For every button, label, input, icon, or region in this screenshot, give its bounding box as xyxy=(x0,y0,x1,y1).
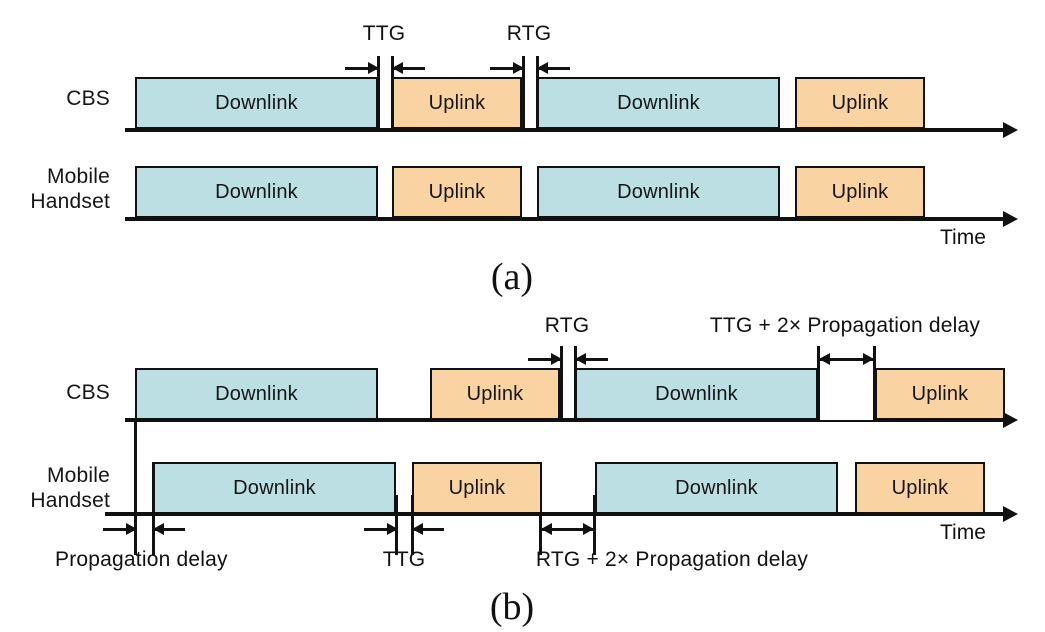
ttg-label-a: TTG xyxy=(362,22,406,45)
rtg-prop-tick-left-b xyxy=(539,512,542,555)
ttg-prop-arrow-right-b xyxy=(863,353,874,365)
row-label-cbs-b: CBS xyxy=(66,381,110,404)
rtg-arrow-right-b xyxy=(551,353,562,365)
cbs-downlink-block-2-b: Downlink xyxy=(575,368,818,420)
cbs-uplink-block-2-b: Uplink xyxy=(875,368,1005,420)
time-axis-label-a: Time xyxy=(940,226,986,249)
prop-delay-arrow-left-b xyxy=(153,523,164,535)
rtg-arrow-left-b xyxy=(575,353,586,365)
ttg-prop-dim-line-b xyxy=(820,358,874,361)
ttg-prop-label-b: TTG + 2× Propagation delay xyxy=(709,314,981,337)
cbs-uplink-block-1-b: Uplink xyxy=(430,368,560,420)
prop-delay-dim-line-left-b xyxy=(103,528,136,531)
cbs-time-axis-b xyxy=(125,418,1005,422)
ttg-prop-arrow-left-b xyxy=(819,353,830,365)
ttg-label-b: TTG xyxy=(382,548,426,571)
prop-delay-guide-mh-start-b xyxy=(152,462,155,555)
rtg-arrow-left-a xyxy=(537,62,548,74)
rtg-tick-left-b xyxy=(560,346,563,420)
mh-downlink-block-2-b: Downlink xyxy=(595,462,838,514)
ttg-dim-line-right-a xyxy=(391,67,425,70)
row-label-mobile-handset-a: Mobile Handset xyxy=(30,165,110,213)
panel-b-caption: (b) xyxy=(489,586,535,628)
rtg-prop-arrow-left-b xyxy=(541,523,552,535)
rtg-prop-tick-right-b xyxy=(593,495,596,555)
ttg-dim-line-right-b xyxy=(411,528,444,531)
prop-delay-arrow-right-b xyxy=(126,523,137,535)
rtg-dim-line-right-a xyxy=(536,67,570,70)
rtg-prop-label-b: RTG + 2× Propagation delay xyxy=(535,548,809,571)
rtg-arrow-right-a xyxy=(513,62,524,74)
panel-a-caption: (a) xyxy=(490,256,534,298)
mh-time-axis-a xyxy=(125,217,1005,221)
cbs-ttg-prop-gap-block-b xyxy=(818,368,875,420)
ttg-dim-line-left-a xyxy=(345,67,379,70)
cbs-uplink-block-1-a: Uplink xyxy=(392,77,522,129)
mh-uplink-block-1-b: Uplink xyxy=(412,462,542,514)
ttg-dim-line-left-b xyxy=(364,528,397,531)
rtg-dim-line-left-a xyxy=(490,67,524,70)
rtg-tick-left-a xyxy=(522,56,525,130)
ttg-arrow-left-a xyxy=(392,62,403,74)
ttg-arrow-left-b xyxy=(412,523,423,535)
mh-downlink-block-1-a: Downlink xyxy=(135,166,378,218)
panel-b: CBS Mobile Handset Downlink Uplink Downl… xyxy=(0,300,1045,632)
rtg-prop-arrow-right-b xyxy=(583,523,594,535)
rtg-dim-line-left-b xyxy=(528,358,562,361)
rtg-prop-dim-line-b xyxy=(542,528,594,531)
ttg-arrow-right-a xyxy=(368,62,379,74)
mh-uplink-block-2-a: Uplink xyxy=(795,166,925,218)
propagation-delay-label-b: Propagation delay xyxy=(55,548,228,571)
rtg-tick-right-a xyxy=(536,56,539,130)
mh-time-axis-b xyxy=(105,512,1005,516)
cbs-uplink-block-2-a: Uplink xyxy=(795,77,925,129)
ttg-tick-left-a xyxy=(377,56,380,130)
cbs-time-axis-arrowhead-a xyxy=(1003,122,1018,138)
cbs-time-axis-a xyxy=(125,128,1005,132)
mh-uplink-block-1-a: Uplink xyxy=(392,166,522,218)
panel-a: CBS Mobile Handset Downlink Uplink Downl… xyxy=(0,0,1045,310)
mh-downlink-block-2-a: Downlink xyxy=(537,166,780,218)
prop-delay-guide-cbs-start-b xyxy=(134,418,137,555)
rtg-label-b: RTG xyxy=(544,314,590,337)
ttg-prop-tick-left-b xyxy=(817,346,820,420)
cbs-downlink-block-1-b: Downlink xyxy=(135,368,378,420)
ttg-tick-right-a xyxy=(391,56,394,130)
ttg-arrow-right-b xyxy=(387,523,398,535)
row-label-cbs-a: CBS xyxy=(66,87,110,110)
mh-time-axis-arrowhead-a xyxy=(1003,211,1018,227)
prop-delay-dim-line-right-b xyxy=(152,528,185,531)
cbs-downlink-block-1-a: Downlink xyxy=(135,77,378,129)
mh-time-axis-arrowhead-b xyxy=(1003,506,1018,522)
ttg-prop-tick-right-b xyxy=(873,346,876,420)
time-axis-label-b: Time xyxy=(940,521,986,544)
cbs-time-axis-arrowhead-b xyxy=(1003,412,1018,428)
rtg-dim-line-right-b xyxy=(574,358,608,361)
mh-uplink-block-2-b: Uplink xyxy=(855,462,985,514)
rtg-label-a: RTG xyxy=(506,22,552,45)
row-label-mobile-handset-b: Mobile Handset xyxy=(30,464,110,512)
mh-downlink-block-1-b: Downlink xyxy=(153,462,396,514)
cbs-downlink-block-2-a: Downlink xyxy=(537,77,780,129)
rtg-tick-right-b xyxy=(574,346,577,420)
